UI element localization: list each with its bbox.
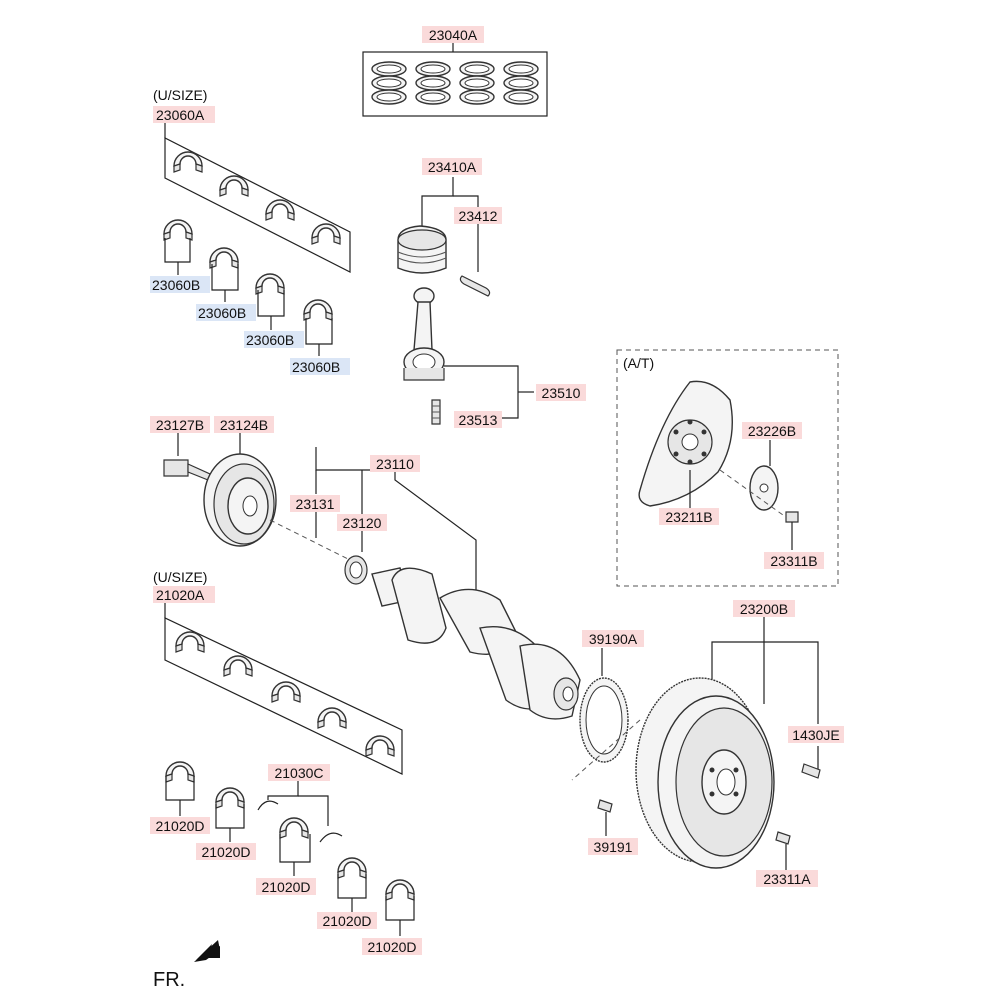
label-23211B: 23211B	[665, 509, 712, 525]
label-23120: 23120	[343, 515, 382, 531]
label-23060B-2: 23060B	[198, 305, 246, 321]
front-direction-arrow	[194, 940, 220, 962]
automatic-transmission-box	[616, 349, 839, 587]
thrust-bearing-set	[165, 761, 415, 936]
connecting-rod	[403, 287, 534, 425]
label-23131: 23131	[296, 496, 335, 512]
label-23040A: 23040A	[429, 27, 478, 43]
label-23060A: 23060A	[156, 107, 205, 123]
label-usize-top: (U/SIZE)	[153, 87, 207, 103]
label-23510: 23510	[542, 385, 581, 401]
main-bearing-set-lower	[164, 602, 403, 775]
label-usize-bottom: (U/SIZE)	[153, 569, 207, 585]
main-bearing-set-upper	[163, 120, 351, 356]
label-at: (A/T)	[623, 355, 654, 371]
label-21020D-5: 21020D	[367, 939, 416, 955]
label-21020D-2: 21020D	[201, 844, 250, 860]
label-21020D-1: 21020D	[155, 818, 204, 834]
label-21020D-3: 21020D	[261, 879, 310, 895]
label-23060B-4: 23060B	[292, 359, 340, 375]
piston-ring-set	[362, 42, 548, 117]
label-23200B: 23200B	[740, 601, 788, 617]
label-23226B: 23226B	[748, 423, 796, 439]
crankshaft-pulley	[163, 432, 351, 561]
label-21020D-4: 21020D	[322, 913, 371, 929]
label-23060B-3: 23060B	[246, 332, 294, 348]
label-23060B-1: 23060B	[152, 277, 200, 293]
label-23410A: 23410A	[428, 159, 477, 175]
piston-assembly	[397, 177, 491, 297]
label-21020A: 21020A	[156, 587, 205, 603]
label-39190A: 39190A	[589, 631, 638, 647]
label-23513: 23513	[459, 412, 498, 428]
label-21030C: 21030C	[274, 765, 323, 781]
label-23311B: 23311B	[770, 553, 817, 569]
part-labels: 23040A (U/SIZE) 23060A 23060B 23060B 230…	[150, 26, 844, 991]
label-23124B: 23124B	[220, 417, 268, 433]
label-fr: FR.	[153, 969, 185, 991]
label-23412: 23412	[459, 208, 498, 224]
label-1430JE: 1430JE	[792, 727, 839, 743]
flywheel-assembly	[571, 614, 821, 870]
label-23311A: 23311A	[763, 871, 811, 887]
label-23110: 23110	[376, 456, 414, 472]
label-23127B: 23127B	[156, 417, 204, 433]
label-39191: 39191	[594, 839, 633, 855]
crankshaft	[315, 447, 581, 720]
